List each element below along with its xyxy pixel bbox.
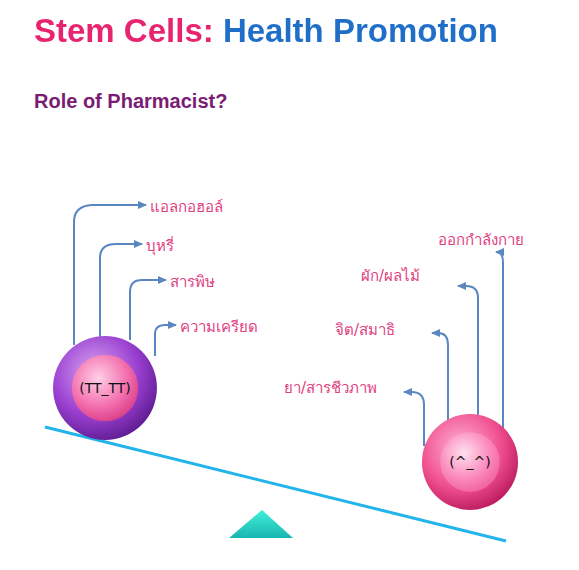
health-label: ออกกำลังกาย	[438, 228, 524, 252]
risk-label: แอลกอฮอล์	[150, 195, 223, 219]
health-label: จิต/สมาธิ	[335, 318, 395, 342]
health-label: ยา/สารชีวภาพ	[284, 376, 377, 400]
cell-face: (^_^)	[421, 413, 519, 511]
fulcrum-triangle	[229, 510, 293, 538]
risk-label: สารพิษ	[170, 270, 215, 294]
subtitle: Role of Pharmacist?	[34, 90, 227, 113]
risk-label: ความเครียด	[180, 315, 258, 339]
health-label: ผัก/ผลไม้	[361, 264, 420, 288]
risk-label: บุหรี่	[146, 234, 174, 258]
cell-face: (TT_TT)	[52, 335, 158, 441]
diagram-title: Stem Cells: Health Promotion	[34, 12, 498, 50]
happy-cell-circle: (^_^)	[421, 413, 519, 511]
sad-cell-circle: (TT_TT)	[52, 335, 158, 441]
